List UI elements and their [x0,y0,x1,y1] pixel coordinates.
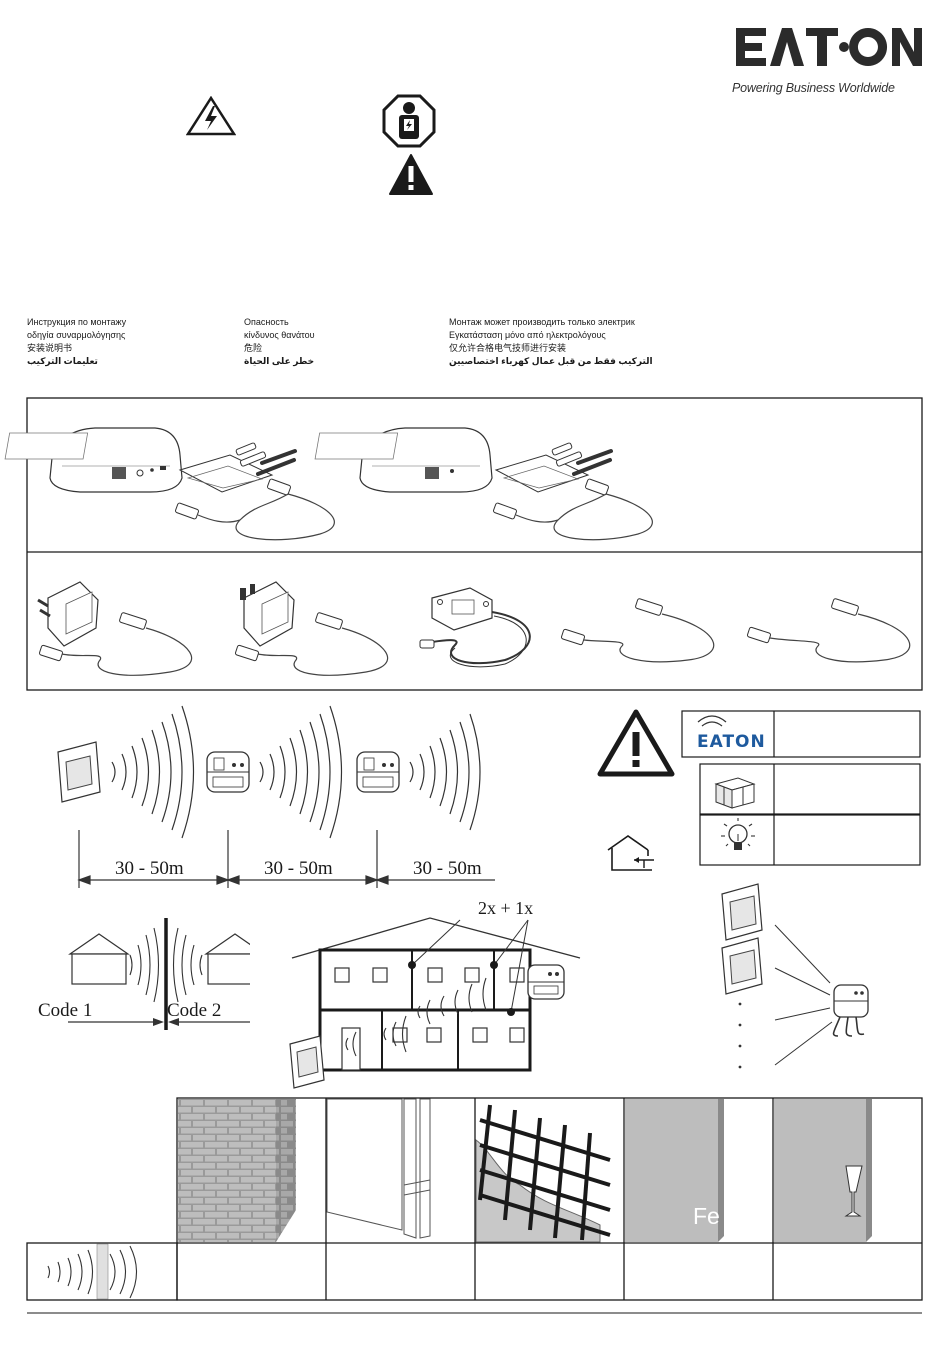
house-wall-switch [289,1035,325,1089]
radio-waves-3 [409,713,481,831]
repeater-pointers [411,919,529,1013]
gateway-device-2 [314,427,493,493]
eaton-brand-mark: EATON [697,732,766,752]
repeater-actuator-1 [206,751,250,793]
package-contents-panel [4,397,923,691]
electrician-only-icon [382,94,436,148]
material-reinforced-concrete [475,1104,611,1243]
distance-label-2: 30 - 50m [264,858,333,879]
install-instructions-el: οδηγία συναρμολόγησης [27,330,126,340]
legend-boxes [681,710,921,866]
distance-label-3: 30 - 50m [413,858,482,879]
material-brick-wall [178,1099,296,1242]
radio-waves-2 [259,705,343,839]
eaton-logo: Powering Business Worldwide [732,26,924,95]
mounting-plate-2 [494,442,613,493]
eaton-logo-mark [736,28,922,66]
wall-switch-sender [57,741,101,803]
electrician-only-zh: 仅允许合格电气技师进行安装 [449,343,567,353]
tagline: Powering Business Worldwide [732,81,895,95]
house-waves [345,977,487,1057]
code-1-label: Code 1 [38,1000,93,1021]
switch-middle [721,937,763,995]
network-cable-1 [175,478,335,541]
distance-label-1: 30 - 50m [115,858,184,879]
install-instructions-ru: Инструкция по монтажу [27,317,127,327]
switch-top [721,883,763,941]
danger-el: κίνδυνος θανάτου [244,330,315,340]
material-mirror [774,1099,872,1242]
code-waves [129,927,203,1003]
usb-cable-1 [561,598,715,663]
house-icon [607,835,654,871]
danger-zh: 危险 [244,343,263,353]
install-instructions-ar: تعليمات التركيب [27,356,98,366]
signal-strength-cell [47,1243,138,1300]
electrician-only-column: Монтаж может производить только электрик… [449,316,653,368]
repeater-count-label: 2x + 1x [478,898,534,918]
caution-icon [389,154,433,195]
dc-power-supply [419,587,531,668]
high-voltage-warning-icon [186,96,236,136]
code-2-label: Code 2 [167,1000,222,1021]
usb-power-adapter-eu [37,581,193,676]
package-icon [714,777,756,809]
usb-power-adapter-uk [235,581,389,676]
distance-dimensions [77,830,495,888]
danger-ar: خطر على الحياة [244,356,315,366]
electrician-only-ru: Монтаж может производить только электрик [449,317,635,327]
radio-waves-icon [697,715,727,727]
usb-cable-2 [747,598,911,663]
material-plasterboard [326,1098,431,1239]
house-actuator [527,964,565,1000]
gateway-device-1 [4,427,183,493]
materials-table [26,1097,923,1314]
repeater-actuator-2 [356,751,400,793]
multi-switch-diagram [721,883,869,1069]
metal-symbol: Fe [693,1203,720,1229]
house-cross-section [289,917,581,1089]
danger-column: Опасность κίνδυνος θανάτου 危险 خطر على ال… [244,316,315,368]
mounting-plate-1 [178,442,297,493]
multi-actuator [832,984,869,1037]
code-separation-diagram [68,918,250,1030]
material-metal [625,1099,724,1242]
range-diagram [57,705,495,888]
install-instructions-column: Инструкция по монтажу οδηγία συναρμολόγη… [27,316,126,368]
light-bulb-icon [721,818,755,850]
danger-ru: Опасность [244,317,289,327]
link-lines [774,924,833,1066]
network-cable-2 [493,478,653,541]
ellipsis-dots [738,1002,742,1069]
house-left [68,933,130,985]
electrician-only-el: Εγκατάσταση μόνο από ηλεκτρολόγους [449,330,606,340]
electrician-only-ar: التركيب فقط من قبل عمال كهرباء اختصاصيين [449,356,653,366]
radio-waves-1 [111,705,195,839]
install-instructions-zh: 安装说明书 [27,343,73,353]
caution-icon-large [597,709,675,777]
house-right [204,933,250,985]
